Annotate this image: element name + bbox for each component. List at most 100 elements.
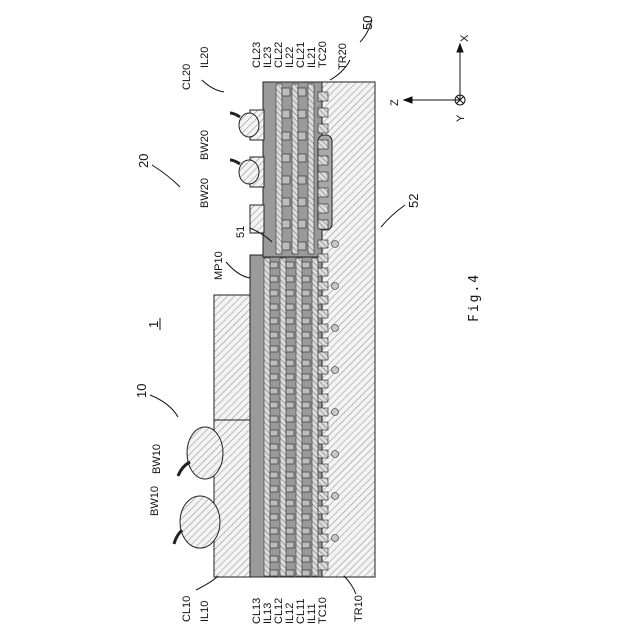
label-il20: IL20: [199, 47, 211, 68]
bump-pad: [318, 394, 328, 402]
bump-pad: [318, 352, 328, 360]
bond-ball-bw10a: [187, 427, 223, 479]
bump-pad: [318, 324, 328, 332]
label-cl20: CL20: [181, 64, 193, 90]
label-bw10-b: BW10: [149, 486, 161, 516]
via: [302, 514, 310, 520]
via: [286, 500, 294, 506]
via: [302, 528, 310, 534]
via: [270, 276, 278, 282]
via: [302, 262, 310, 268]
via: [298, 154, 306, 162]
bump-pad: [318, 156, 328, 165]
via: [282, 242, 290, 250]
via: [286, 346, 294, 352]
via: [298, 132, 306, 140]
stack-labels-top: CL23IL23CL22IL22CL21IL21TC20: [251, 41, 329, 68]
bump-ball: [332, 535, 339, 542]
via: [286, 556, 294, 562]
via: [298, 242, 306, 250]
via: [298, 110, 306, 118]
via: [286, 458, 294, 464]
bump-pad: [318, 282, 328, 290]
via: [270, 458, 278, 464]
bump-pad: [318, 478, 328, 486]
bond-ball-bw20b: [239, 160, 259, 184]
via: [270, 444, 278, 450]
stack-label-tc10: TC10: [317, 597, 329, 624]
bump-pad: [318, 124, 328, 133]
via: [302, 346, 310, 352]
via: [286, 416, 294, 422]
via: [270, 332, 278, 338]
label-bw20-b: BW20: [199, 178, 211, 208]
label-cl10: CL10: [181, 596, 193, 622]
via: [270, 262, 278, 268]
via: [270, 304, 278, 310]
via: [270, 346, 278, 352]
via: [286, 262, 294, 268]
device-label-1: 1: [146, 321, 161, 328]
bump-pad: [318, 204, 328, 213]
via: [286, 486, 294, 492]
bump-ball: [332, 409, 339, 416]
bump-pad: [318, 140, 328, 149]
bump-pad: [318, 506, 328, 514]
label-10: 10: [134, 384, 149, 398]
label-mp10: MP10: [213, 251, 225, 280]
via: [286, 304, 294, 310]
axes-indicator: [404, 44, 465, 105]
bump-pad: [318, 534, 328, 542]
figure-caption: Fig.4: [467, 273, 482, 322]
via: [286, 430, 294, 436]
bump-ball: [332, 241, 339, 248]
label-50: 50: [360, 16, 375, 30]
via: [302, 486, 310, 492]
via: [270, 318, 278, 324]
bump-pad: [318, 464, 328, 472]
axis-y-label: Y: [455, 114, 467, 122]
via: [270, 556, 278, 562]
via: [286, 514, 294, 520]
axis-z-label: Z: [389, 99, 401, 106]
via: [270, 388, 278, 394]
bump-pad: [318, 108, 328, 117]
bump-ball: [332, 325, 339, 332]
via: [282, 132, 290, 140]
bump-pad: [318, 380, 328, 388]
label-bw10-a: BW10: [151, 444, 163, 474]
via: [282, 198, 290, 206]
bump-pad: [318, 240, 328, 248]
via: [302, 542, 310, 548]
bump-pad: [318, 92, 328, 101]
bump-pad: [318, 254, 328, 262]
via: [302, 374, 310, 380]
label-il10: IL10: [199, 601, 211, 622]
via: [298, 176, 306, 184]
via: [270, 542, 278, 548]
via: [286, 388, 294, 394]
bump-pad: [318, 338, 328, 346]
via: [298, 220, 306, 228]
via: [282, 220, 290, 228]
via: [282, 110, 290, 118]
label-bw20-a: BW20: [199, 130, 211, 160]
bump-pad: [318, 492, 328, 500]
wire-bw20a: [230, 113, 240, 117]
via: [302, 556, 310, 562]
via: [286, 332, 294, 338]
wire-bw10b: [174, 530, 182, 544]
bump-pad: [318, 408, 328, 416]
bump-ball: [332, 283, 339, 290]
stack-labels-bottom: CL13IL13CL12IL12CL11IL11TC10: [251, 597, 329, 624]
bump-pad: [318, 366, 328, 374]
bump-pad: [318, 220, 328, 229]
via: [286, 542, 294, 548]
bump-pad: [318, 520, 328, 528]
via: [286, 570, 294, 576]
via: [286, 528, 294, 534]
bump-ball: [332, 451, 339, 458]
via: [302, 332, 310, 338]
via: [302, 570, 310, 576]
via: [270, 430, 278, 436]
